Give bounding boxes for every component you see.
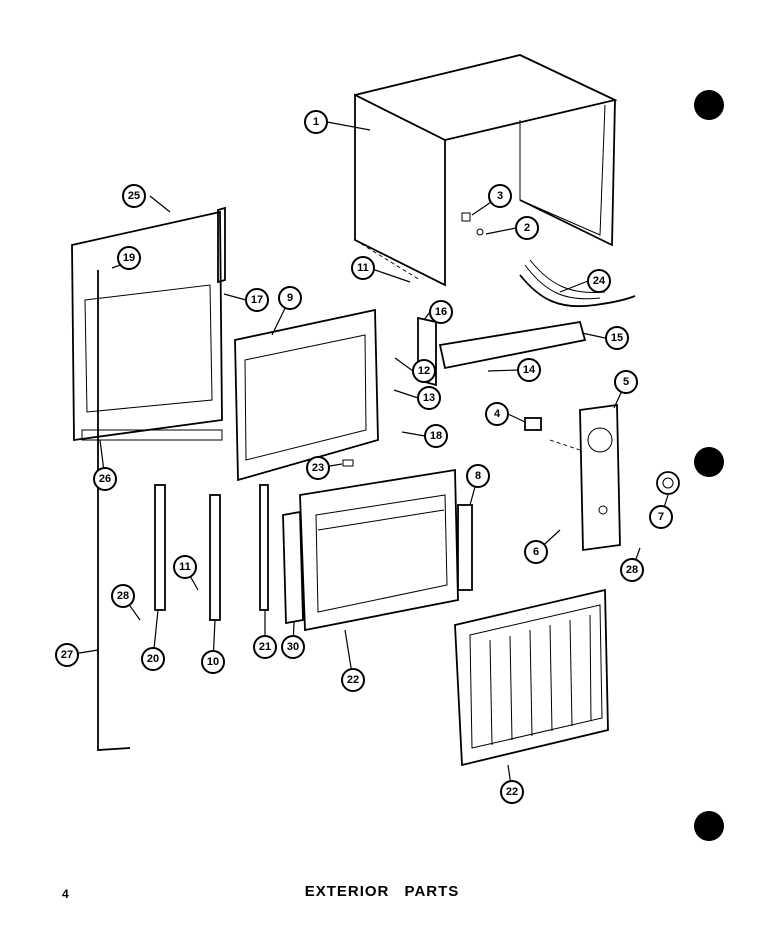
svg-text:25: 25 [128, 190, 140, 202]
svg-text:15: 15 [611, 332, 623, 344]
grille-panel [454, 588, 609, 767]
hinge-strips [154, 484, 269, 621]
binder-hole-bottom [694, 811, 724, 841]
svg-text:2: 2 [524, 222, 530, 234]
callout-19: 19 [117, 246, 141, 270]
svg-text:24: 24 [593, 275, 606, 287]
top-rail [438, 320, 587, 370]
callout-1: 1 [304, 110, 328, 134]
outer-cabinet [354, 54, 618, 287]
vertical-strip [217, 206, 226, 284]
callout-25: 25 [122, 184, 146, 208]
svg-text:12: 12 [418, 365, 430, 377]
callout-16: 16 [429, 300, 453, 324]
callout-27: 27 [55, 643, 79, 667]
binder-hole-middle [694, 447, 724, 477]
callout-22-door: 22 [341, 668, 365, 692]
svg-text:3: 3 [497, 190, 503, 202]
page-number: 4 [62, 887, 69, 901]
callout-30: 30 [281, 635, 305, 659]
callout-8: 8 [466, 464, 490, 488]
callout-7: 7 [649, 505, 673, 529]
svg-text:16: 16 [435, 306, 447, 318]
callout-14: 14 [517, 358, 541, 382]
svg-text:9: 9 [287, 292, 293, 304]
power-cord [519, 259, 636, 308]
figure-caption: EXTERIOR PARTS [304, 883, 460, 900]
svg-text:7: 7 [658, 511, 664, 523]
callout-24: 24 [587, 269, 611, 293]
cabinet-hardware [461, 212, 484, 236]
svg-text:13: 13 [423, 392, 435, 404]
callout-12: 12 [412, 359, 436, 383]
door-assembly [299, 468, 459, 632]
svg-text:28: 28 [626, 564, 638, 576]
svg-text:17: 17 [251, 294, 263, 306]
callout-28-left: 28 [111, 584, 135, 608]
svg-text:1: 1 [313, 116, 319, 128]
frame-clip [342, 459, 354, 467]
callout-22-grille: 22 [500, 780, 524, 804]
callout-17: 17 [245, 288, 269, 312]
svg-text:18: 18 [430, 430, 442, 442]
callout-9: 9 [278, 286, 302, 310]
side-panel [71, 210, 223, 751]
svg-text:5: 5 [623, 376, 629, 388]
latch-switch [524, 417, 542, 431]
leader-lines [66, 121, 669, 793]
svg-text:27: 27 [61, 649, 73, 661]
callout-5: 5 [614, 370, 638, 394]
svg-text:26: 26 [99, 473, 111, 485]
svg-text:21: 21 [259, 641, 271, 653]
callout-26: 26 [93, 467, 117, 491]
svg-text:30: 30 [287, 641, 299, 653]
control-panel [579, 403, 621, 552]
svg-text:23: 23 [312, 462, 324, 474]
callout-2: 2 [515, 216, 539, 240]
callout-6: 6 [524, 540, 548, 564]
svg-text:22: 22 [347, 674, 359, 686]
svg-text:22: 22 [506, 786, 518, 798]
callout-28-right: 28 [620, 558, 644, 582]
callout-20: 20 [141, 647, 165, 671]
door-handle [457, 504, 473, 591]
svg-text:4: 4 [494, 408, 501, 420]
svg-text:19: 19 [123, 252, 135, 264]
svg-text:10: 10 [207, 656, 219, 668]
side-bracket [417, 316, 437, 387]
callout-13: 13 [417, 386, 441, 410]
callout-23: 23 [306, 456, 330, 480]
svg-text:11: 11 [357, 262, 369, 274]
svg-text:20: 20 [147, 653, 159, 665]
door-frame [234, 308, 379, 482]
callout-11-hinge: 11 [173, 555, 197, 579]
svg-text:6: 6 [533, 546, 539, 558]
callout-10: 10 [201, 650, 225, 674]
callout-18: 18 [424, 424, 448, 448]
callout-4: 4 [485, 402, 509, 426]
door-seal [282, 510, 304, 625]
control-knob [656, 471, 680, 495]
binder-hole-top [694, 90, 724, 120]
callout-21: 21 [253, 635, 277, 659]
callout-3: 3 [488, 184, 512, 208]
callout-15: 15 [605, 326, 629, 350]
svg-text:14: 14 [523, 364, 536, 376]
svg-text:8: 8 [475, 470, 481, 482]
svg-text:28: 28 [117, 590, 129, 602]
svg-text:11: 11 [179, 561, 191, 573]
callout-11-cabinet: 11 [351, 256, 375, 280]
